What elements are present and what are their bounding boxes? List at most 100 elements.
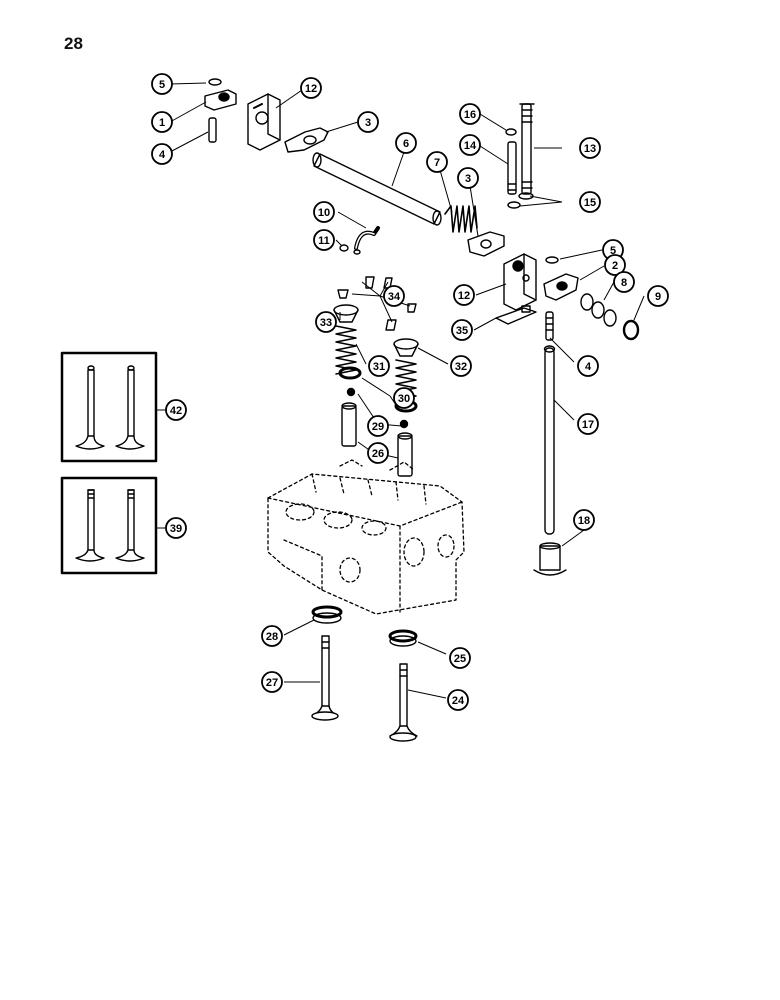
callout-circle (604, 254, 626, 276)
callout-c3a: 3 (357, 111, 379, 133)
callout-circle (453, 284, 475, 306)
callout-c32: 32 (450, 355, 472, 377)
callout-c35: 35 (451, 319, 473, 341)
callout-c39: 39 (165, 517, 187, 539)
seat-insert-left (311, 605, 343, 624)
callout-c1: 1 (151, 111, 173, 133)
callout-number: 26 (372, 448, 384, 460)
callout-number: 30 (398, 393, 410, 405)
callout-number: 13 (584, 143, 596, 155)
rocker-shaft (312, 152, 442, 226)
callout-c24: 24 (447, 689, 469, 711)
callout-c4a: 4 (151, 143, 173, 165)
callout-number: 17 (582, 419, 594, 431)
callout-c5a: 5 (151, 73, 173, 95)
callout-c18: 18 (573, 509, 595, 531)
callout-number: 3 (365, 117, 371, 129)
callout-circle (313, 201, 335, 223)
callout-c16: 16 (459, 103, 481, 125)
stud-long (519, 103, 535, 195)
shaft-washers (580, 293, 640, 341)
callout-c15: 15 (579, 191, 601, 213)
callout-number: 15 (584, 197, 596, 209)
rocker-arm-left (204, 78, 237, 143)
callout-circle (368, 355, 390, 377)
callout-c29: 29 (367, 415, 389, 437)
callout-c31: 31 (368, 355, 390, 377)
callout-number: 33 (320, 317, 332, 329)
callout-c33: 33 (315, 311, 337, 333)
callout-circle (457, 167, 479, 189)
callout-circle (447, 689, 469, 711)
callout-circle (613, 271, 635, 293)
callout-number: 8 (621, 277, 627, 289)
callout-number: 27 (266, 677, 278, 689)
shaft-spring (444, 205, 478, 233)
lock-plate (495, 305, 537, 325)
callout-number: 7 (434, 157, 440, 169)
callout-c12b: 12 (453, 284, 475, 306)
callout-circle (151, 73, 173, 95)
callout-circle (393, 387, 415, 409)
callout-c25: 25 (449, 647, 471, 669)
callout-c34: 34 (383, 285, 405, 307)
callout-circle (579, 137, 601, 159)
callout-circle (165, 517, 187, 539)
callout-circle (426, 151, 448, 173)
callout-circle (151, 143, 173, 165)
callout-circle (313, 229, 335, 251)
callout-c42: 42 (165, 399, 187, 421)
callout-c17: 17 (577, 413, 599, 435)
callout-number: 2 (612, 260, 618, 272)
callout-number: 31 (373, 361, 385, 373)
callout-circle (647, 285, 669, 307)
callout-circle (459, 103, 481, 125)
spring-retainer-left (333, 304, 359, 323)
callout-circle (261, 625, 283, 647)
callout-number: 12 (305, 83, 317, 95)
callout-circle (315, 311, 337, 333)
rocker-arm-right-upper (467, 231, 505, 257)
callout-circle (151, 111, 173, 133)
valve-left (311, 635, 339, 721)
callout-c11: 11 (313, 229, 335, 251)
leader-lines (156, 82, 645, 699)
callout-circle (579, 191, 601, 213)
callout-circle (451, 319, 473, 341)
callout-number: 4 (159, 149, 166, 161)
push-rod (543, 345, 556, 535)
rocker-shaft-support-right (503, 253, 537, 311)
callout-number: 3 (465, 173, 471, 185)
oil-pipe (339, 226, 380, 255)
callout-number: 6 (403, 138, 409, 150)
callout-circle (357, 111, 379, 133)
rocker-shaft-support-left (247, 93, 281, 151)
callout-c26: 26 (367, 442, 389, 464)
callout-circle (383, 285, 405, 307)
stud-washers (507, 192, 534, 209)
callout-number: 9 (655, 291, 661, 303)
cylinder-head (267, 459, 465, 615)
callout-circle (450, 355, 472, 377)
callout-circle (165, 399, 187, 421)
rocker-arm-upper (284, 127, 329, 153)
callout-number: 14 (464, 140, 477, 152)
callout-number: 24 (452, 695, 465, 707)
callout-number: 16 (464, 109, 476, 121)
callout-number: 34 (388, 291, 401, 303)
callout-circle (395, 132, 417, 154)
callout-number: 32 (455, 361, 467, 373)
valve-right (389, 663, 418, 742)
callout-circle (577, 413, 599, 435)
callout-c30: 30 (393, 387, 415, 409)
callout-circle (577, 355, 599, 377)
callout-c13: 13 (579, 137, 601, 159)
callout-circle (573, 509, 595, 531)
callout-number: 25 (454, 653, 466, 665)
callout-number: 5 (610, 245, 616, 257)
spring-seat-left (338, 366, 362, 380)
callout-number: 28 (266, 631, 278, 643)
